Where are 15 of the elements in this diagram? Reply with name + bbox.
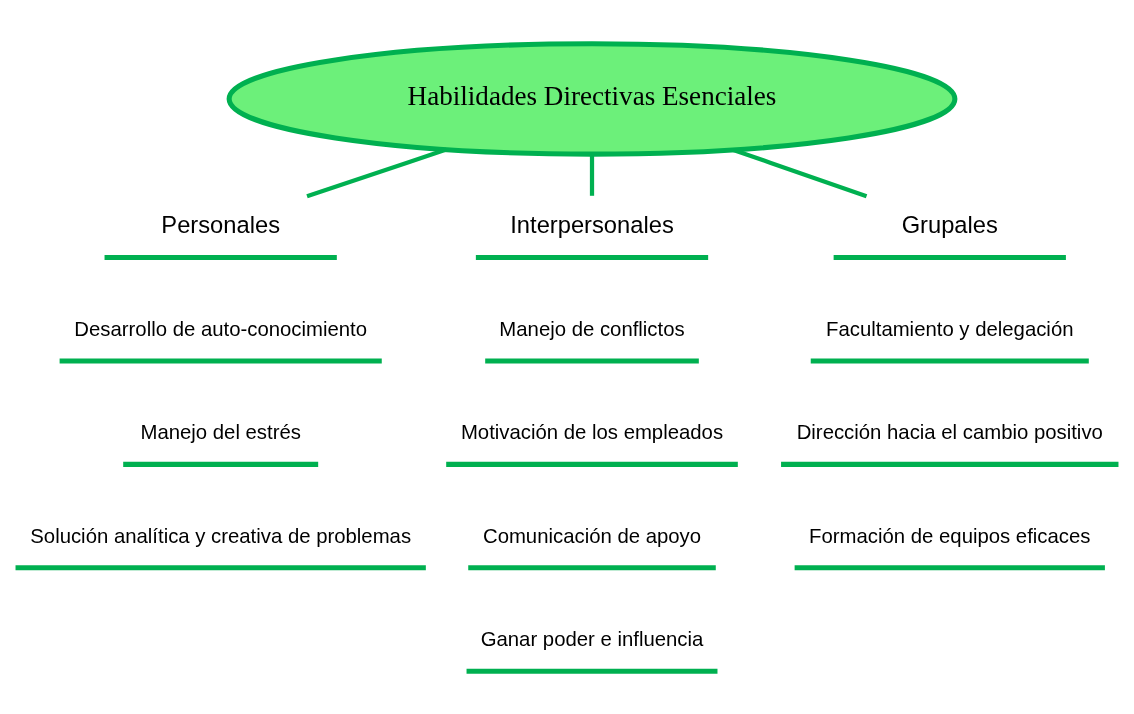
node-text: Comunicación de apoyo bbox=[482, 524, 702, 547]
node-text: Formación de equipos eficaces bbox=[809, 524, 1091, 547]
node-ellipse: Habilidades Directivas Esenciales bbox=[226, 40, 958, 157]
connector bbox=[589, 153, 595, 196]
node-text: Facultamiento y delegación bbox=[826, 317, 1074, 340]
node-text: Motivación de los empleados bbox=[460, 420, 724, 443]
node-text: Manejo del estrés bbox=[140, 420, 301, 443]
node-text: Ganar poder e influencia bbox=[480, 627, 704, 650]
node-text: Dirección hacia el cambio positivo bbox=[796, 420, 1103, 443]
node-text: Manejo de conflictos bbox=[499, 317, 685, 340]
node-text: Solución analítica y creativa de problemas bbox=[30, 524, 412, 547]
node-text: Grupales bbox=[901, 211, 998, 238]
node-text: Desarrollo de auto-conocimiento bbox=[74, 317, 368, 340]
node-text: Interpersonales bbox=[510, 211, 674, 238]
node-text: Personales bbox=[161, 211, 281, 238]
